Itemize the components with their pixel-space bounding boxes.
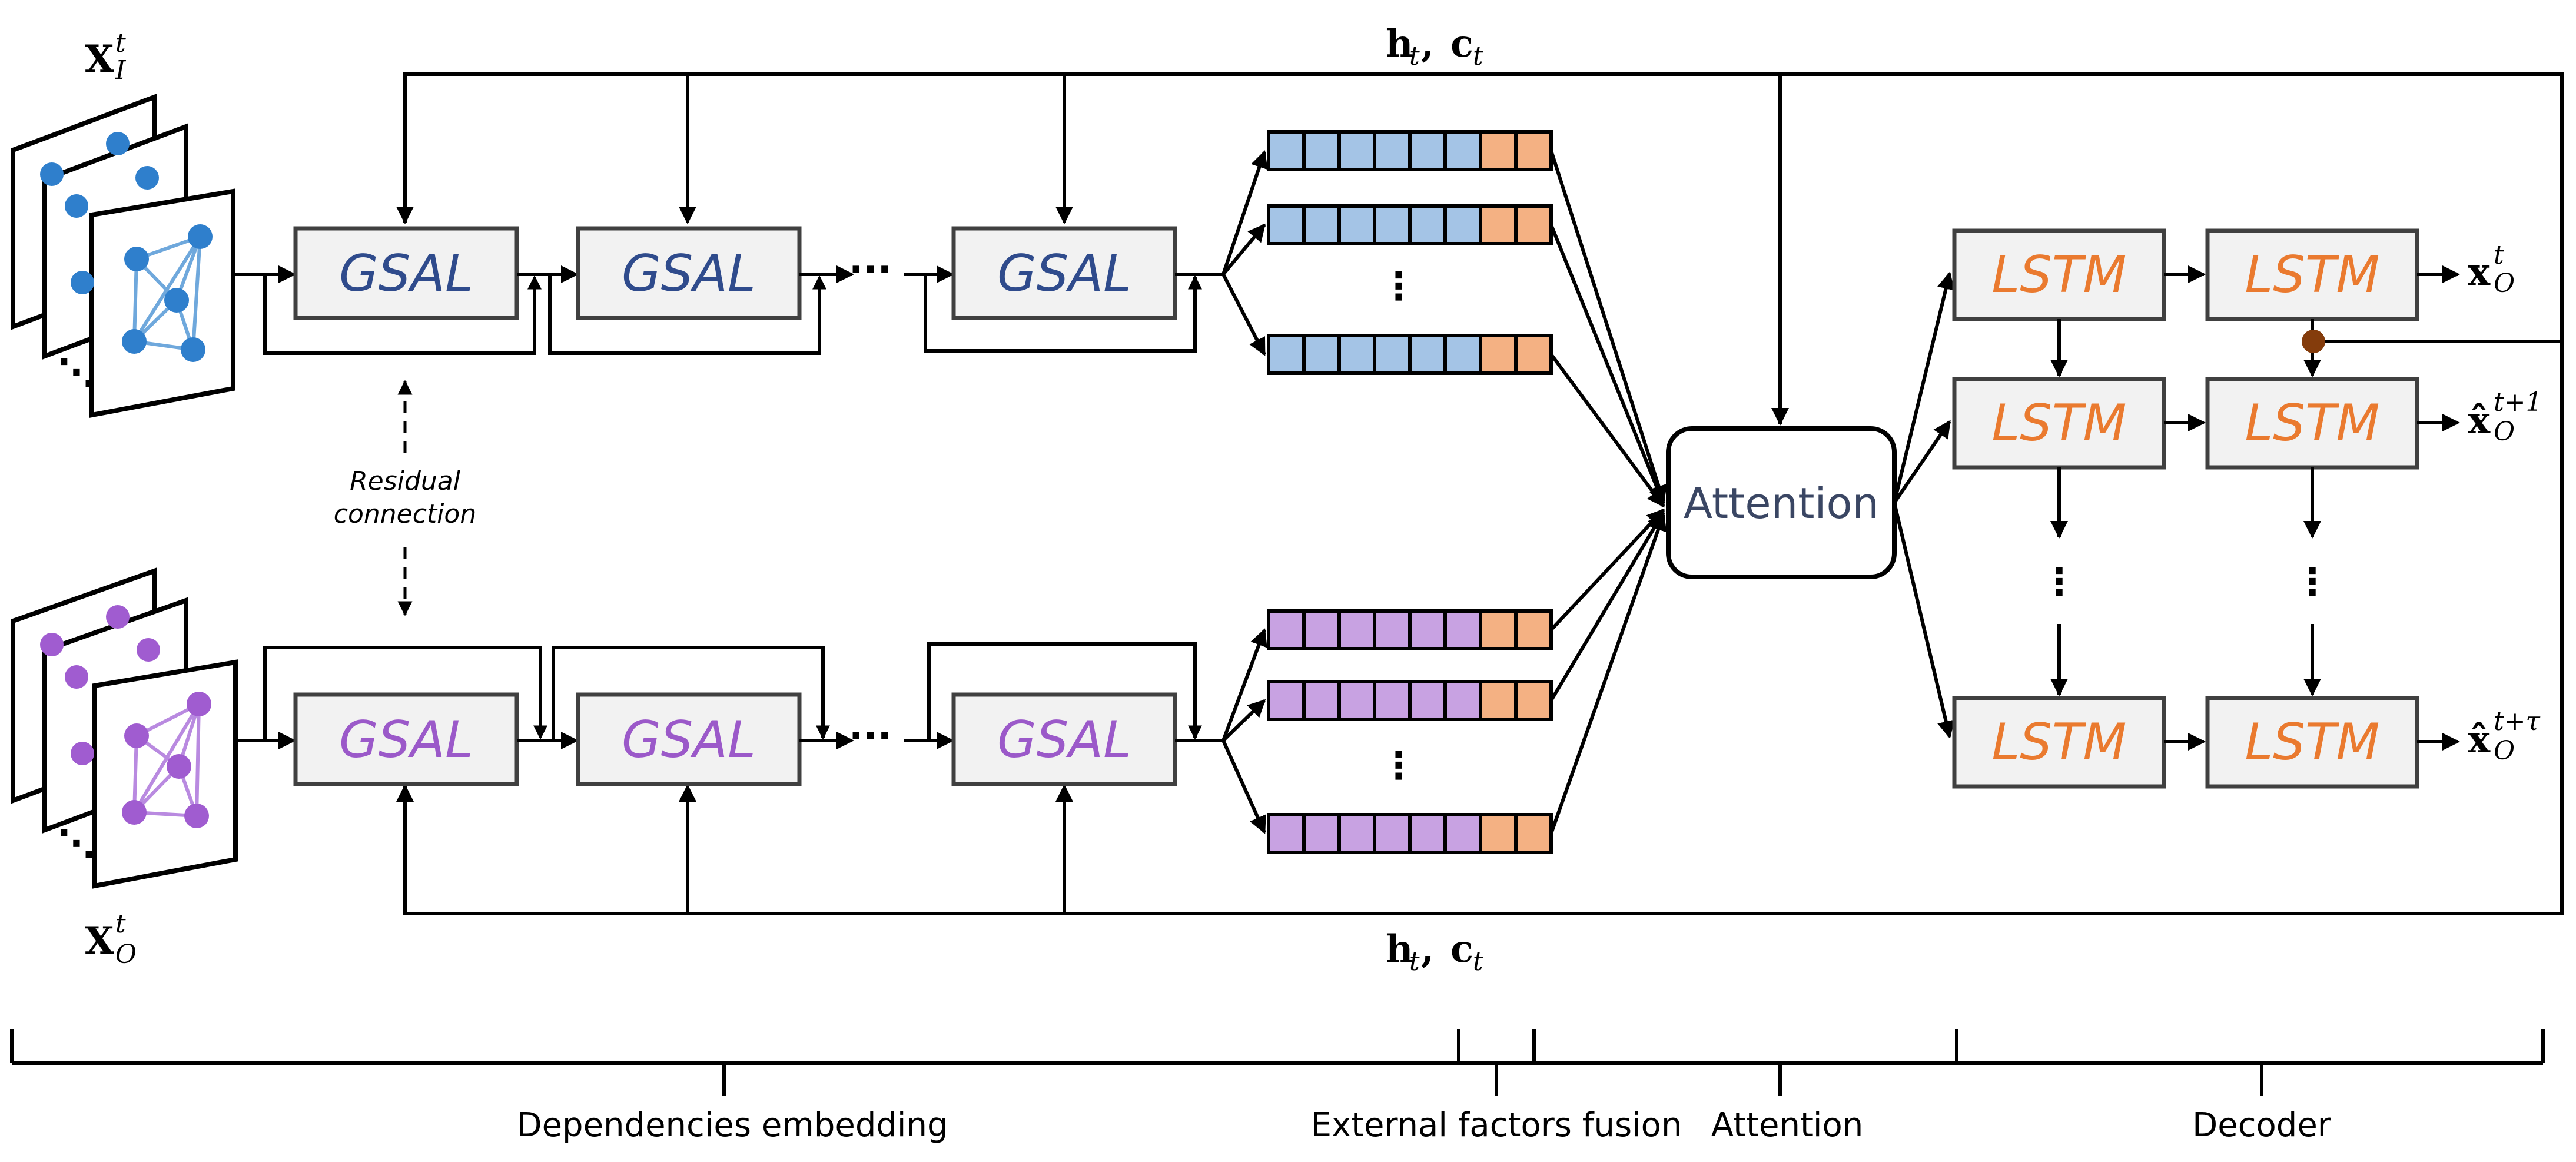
- svg-text:LSTM: LSTM: [2245, 245, 2379, 304]
- feature-vector: [1267, 130, 1553, 171]
- input-label-top: X t I: [85, 28, 127, 85]
- input-graph-stack-top: ⋱: [11, 94, 235, 418]
- feature-vector: [1267, 609, 1553, 650]
- svg-text:O: O: [2494, 736, 2515, 766]
- svg-text:Residual: Residual: [350, 466, 461, 496]
- svg-text:O: O: [2494, 417, 2515, 447]
- hidden-state-bus-top: [396, 72, 2564, 426]
- gsal-block-bottom-1: GSAL: [293, 692, 519, 786]
- attention-to-decoder: [1893, 271, 1955, 739]
- svg-text:t: t: [1409, 41, 1420, 71]
- gsal-block-bottom-3: GSAL: [951, 692, 1177, 786]
- svg-text:x̂: x̂: [2468, 399, 2491, 443]
- svg-text:X: X: [85, 37, 114, 81]
- svg-text:connection: connection: [334, 499, 476, 529]
- feature-vector: [1267, 204, 1553, 245]
- lstm-cell-1-1: LSTM: [1952, 228, 2166, 321]
- svg-text:LSTM: LSTM: [1991, 245, 2126, 304]
- attention-block: Attention: [1666, 426, 1897, 579]
- svg-text:h: h: [1386, 22, 1413, 66]
- svg-text:LSTM: LSTM: [1991, 394, 2126, 453]
- lstm-cell-1-3: LSTM: [1952, 696, 2166, 789]
- lstm-cell-1-2: LSTM: [1952, 377, 2166, 470]
- svg-text:t: t: [1473, 947, 1483, 977]
- gsal-row-bottom: GSAL GSAL ··· GSAL: [238, 642, 1223, 786]
- gsal-block-bottom-2: GSAL: [576, 692, 802, 786]
- svg-text:GSAL: GSAL: [622, 244, 756, 303]
- more-vectors-dots: ⋮: [1380, 265, 1418, 308]
- svg-text:t+1: t+1: [2494, 387, 2542, 417]
- svg-text:c: c: [1450, 927, 1473, 971]
- svg-text:GSAL: GSAL: [339, 244, 473, 303]
- gsal-row-top: GSAL GSAL ··· GSAL: [234, 226, 1223, 355]
- svg-text:t: t: [115, 909, 126, 939]
- svg-text:X: X: [85, 919, 114, 963]
- svg-text:t: t: [1473, 41, 1483, 71]
- input-label-bottom: X t O: [85, 909, 137, 970]
- more-layers-dots: ···: [849, 248, 892, 292]
- svg-text:h: h: [1386, 927, 1413, 971]
- more-graphs-dots: ⋱: [58, 822, 95, 866]
- more-layers-dots: ···: [849, 715, 892, 758]
- svg-text:t: t: [1409, 947, 1420, 977]
- more-steps-dots: ⋮: [2293, 560, 2331, 604]
- lstm-cell-2-1: LSTM: [2205, 228, 2419, 321]
- input-graph-stack-bottom: ⋱: [11, 567, 238, 889]
- hidden-state-label-bottom: h t , c t: [1386, 927, 1483, 977]
- hidden-state-label-top: h t , c t: [1386, 22, 1483, 71]
- svg-text:Attention: Attention: [1684, 479, 1879, 528]
- section-bracket: Dependencies embedding External factors …: [10, 1029, 2545, 1144]
- feature-vectors-top: ⋮: [1221, 130, 1553, 375]
- svg-text:,: ,: [1421, 22, 1434, 66]
- more-vectors-dots: ⋮: [1380, 744, 1418, 788]
- feature-vector: [1267, 680, 1553, 721]
- section-label-decoder: Decoder: [2192, 1106, 2332, 1144]
- more-steps-dots: ⋮: [2040, 560, 2078, 604]
- vectors-to-attention: [1549, 150, 1668, 834]
- svg-text:I: I: [115, 55, 127, 85]
- svg-text:O: O: [2494, 268, 2515, 298]
- feature-vectors-bottom: ⋮: [1221, 609, 1553, 854]
- svg-text:GSAL: GSAL: [339, 711, 473, 769]
- lstm-cell-2-3: LSTM: [2205, 696, 2419, 789]
- section-label-attention: Attention: [1711, 1106, 1863, 1144]
- gsal-block-top-2: GSAL: [576, 226, 802, 320]
- svg-text:LSTM: LSTM: [1991, 713, 2126, 772]
- gsal-block-top-1: GSAL: [293, 226, 519, 320]
- hidden-state-bus-bottom: [396, 341, 2564, 915]
- gsal-block-top-3: GSAL: [951, 226, 1177, 320]
- feature-vector: [1267, 334, 1553, 375]
- output-label-1: x t O: [2468, 240, 2515, 298]
- residual-connection: Residual connection: [334, 380, 476, 616]
- svg-text:GSAL: GSAL: [997, 711, 1131, 769]
- svg-text:c: c: [1450, 22, 1473, 66]
- svg-text:LSTM: LSTM: [2245, 394, 2379, 453]
- junction-dot: [2302, 330, 2325, 353]
- section-label-external-factors: External factors fusion: [1311, 1106, 1682, 1144]
- svg-text:t+τ: t+τ: [2494, 706, 2541, 736]
- svg-text:t: t: [115, 28, 126, 58]
- more-graphs-dots: ⋱: [58, 351, 95, 395]
- svg-text:LSTM: LSTM: [2245, 713, 2379, 772]
- feature-vector: [1267, 813, 1553, 854]
- svg-text:GSAL: GSAL: [997, 244, 1131, 303]
- svg-text:O: O: [115, 939, 137, 970]
- output-label-3: x̂ t+τ O: [2468, 706, 2541, 766]
- decoder: LSTM LSTM LSTM LSTM LSTM LSTM ⋮: [1952, 228, 2460, 789]
- svg-text:t: t: [2494, 240, 2504, 270]
- svg-text:GSAL: GSAL: [622, 711, 756, 769]
- svg-text:x̂: x̂: [2468, 718, 2491, 762]
- output-label-2: x̂ t+1 O: [2468, 387, 2542, 447]
- svg-text:x: x: [2468, 250, 2491, 294]
- section-label-dependencies: Dependencies embedding: [516, 1106, 948, 1144]
- lstm-cell-2-2: LSTM: [2205, 377, 2419, 470]
- svg-text:,: ,: [1421, 927, 1434, 971]
